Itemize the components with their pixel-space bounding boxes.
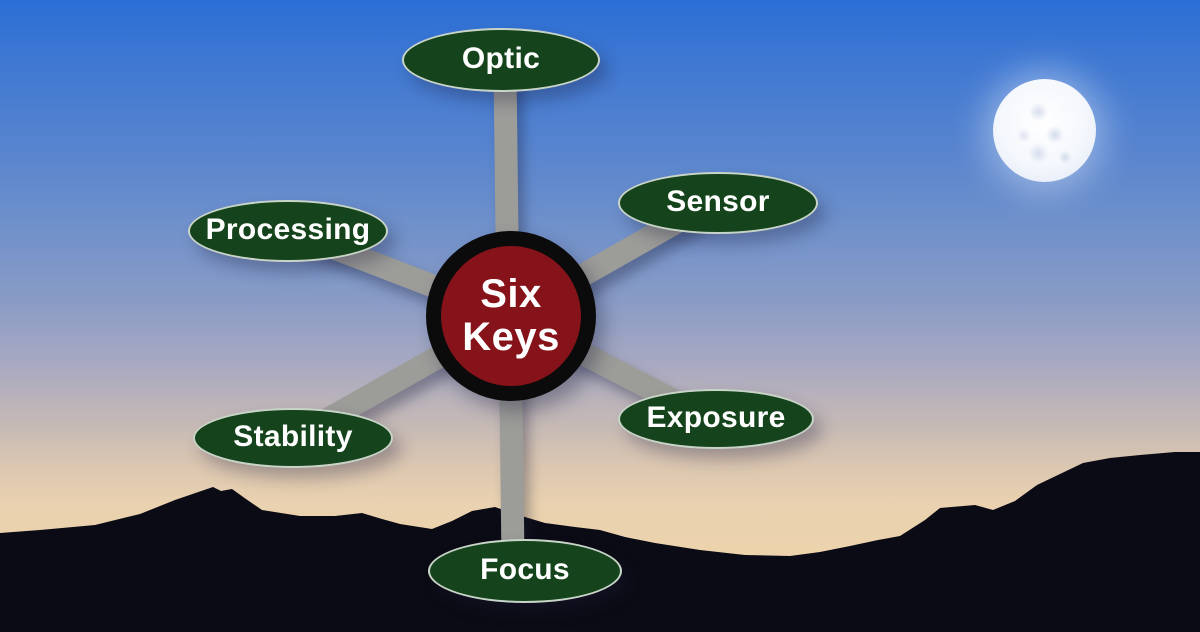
node-processing: Processing xyxy=(188,200,388,262)
node-stability-label: Stability xyxy=(233,420,353,453)
hub-label-line2: Keys xyxy=(462,315,560,359)
hub-label-line1: Six xyxy=(480,271,542,316)
node-exposure: Exposure xyxy=(618,389,814,449)
node-sensor-label: Sensor xyxy=(666,185,770,218)
node-focus-label: Focus xyxy=(480,553,570,586)
mountain-ridge-path xyxy=(0,452,1200,632)
hub-six-keys: Six Keys xyxy=(426,231,596,401)
node-optic-label: Optic xyxy=(461,42,541,75)
moon xyxy=(993,79,1096,182)
node-stability: Stability xyxy=(193,408,393,468)
node-optic: Optic xyxy=(402,28,600,92)
node-sensor: Sensor xyxy=(618,172,818,234)
node-processing-label: Processing xyxy=(205,213,371,246)
node-focus: Focus xyxy=(428,539,622,603)
node-exposure-label: Exposure xyxy=(646,401,786,434)
